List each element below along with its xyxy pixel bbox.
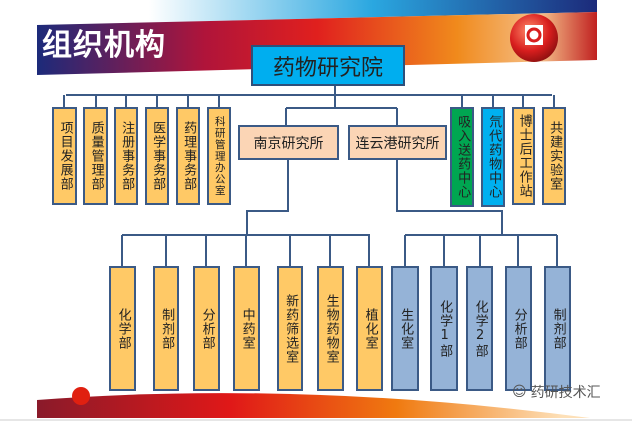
- dept-box: 项目发展部: [52, 107, 77, 205]
- nanjing-unit: 植化室: [356, 266, 383, 391]
- center-box: 共建实验室: [542, 107, 566, 205]
- watermark: ☺ 药研技术汇: [512, 382, 601, 402]
- institute-nanjing: 南京研究所: [238, 125, 339, 160]
- nanjing-unit: 中药室: [233, 266, 260, 391]
- logo-icon: [510, 14, 558, 62]
- dept-box: 医学事务部: [145, 107, 169, 205]
- lyg-unit: 制剂部: [544, 266, 571, 391]
- lyg-unit: 生化室: [391, 266, 419, 391]
- nanjing-unit: 生物药物室: [317, 266, 344, 391]
- nanjing-unit: 分析部: [193, 266, 220, 391]
- institute-lianyungang: 连云港研究所: [348, 125, 447, 160]
- title-banner: [37, 0, 597, 75]
- lyg-unit: 化学2部: [466, 266, 493, 391]
- nanjing-unit: 化学部: [109, 266, 136, 391]
- page-title: 组织机构: [42, 28, 166, 63]
- footer-swoosh: [0, 387, 632, 421]
- watermark-text: 药研技术汇: [530, 385, 601, 401]
- root-box: 药物研究院: [251, 45, 405, 86]
- center-box: 氘代药物中心: [481, 107, 505, 207]
- dept-box: 药理事务部: [176, 107, 200, 205]
- dept-box: 质量管理部: [83, 107, 108, 205]
- lyg-unit: 分析部: [505, 266, 532, 391]
- dept-box: 注册事务部: [114, 107, 138, 205]
- wechat-icon: ☺: [512, 384, 527, 400]
- center-box: 博士后工作站: [512, 107, 535, 205]
- red-dot-icon: [72, 387, 90, 405]
- nanjing-unit: 制剂部: [153, 266, 179, 391]
- center-box: 吸入送药中心: [450, 107, 474, 207]
- dept-box: 科研管理办公室: [207, 107, 231, 205]
- lyg-unit: 化学1部: [430, 266, 458, 391]
- nanjing-unit: 新药筛选室: [277, 266, 303, 391]
